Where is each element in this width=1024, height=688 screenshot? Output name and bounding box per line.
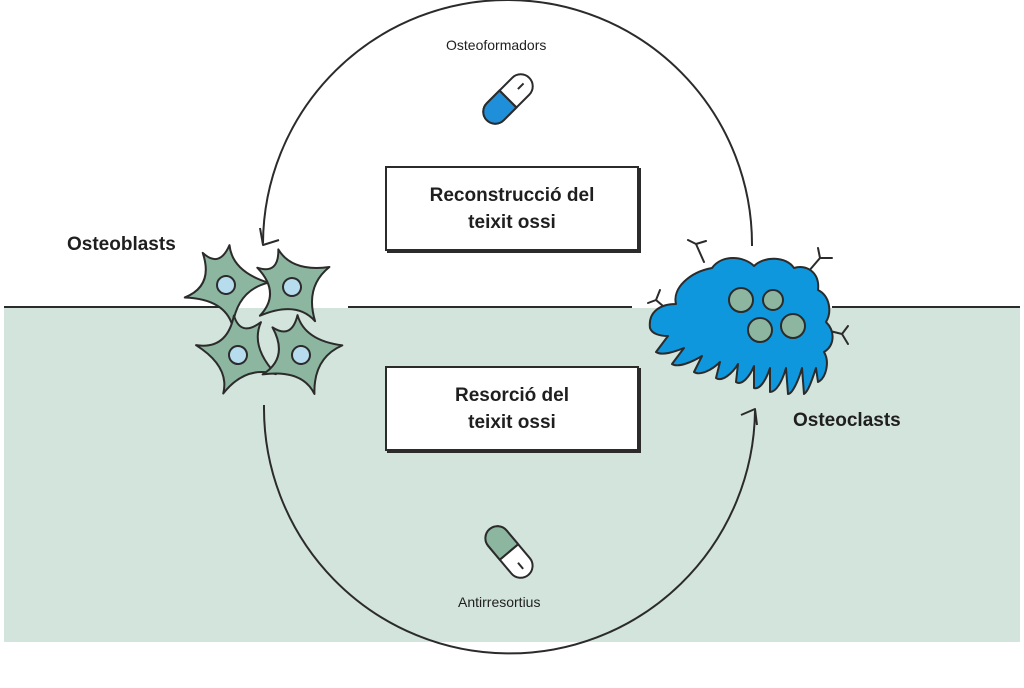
- formation-arc: [262, 0, 754, 247]
- resorption-arc: [262, 404, 756, 655]
- osteoclast-nucleus: [762, 289, 784, 311]
- osteoformadors-pill-icon: [482, 73, 534, 125]
- bone-formation-line1: Reconstrucció del: [429, 184, 595, 206]
- bone-formation-box: Reconstrucció del teixit ossi: [385, 166, 639, 251]
- osteoblast-cell-icon: [261, 314, 344, 395]
- osteoblasts-label: Osteoblasts: [67, 234, 176, 255]
- antirresortius-label: Antirresortius: [458, 594, 541, 610]
- bone-resorption-box: Resorció del teixit ossi: [385, 366, 639, 451]
- osteoclast-cell-icon: [647, 239, 849, 395]
- osteoblast-cell-icon: [183, 244, 270, 327]
- osteoformadors-label: Osteoformadors: [446, 37, 547, 53]
- osteoclast-nucleus: [747, 317, 773, 343]
- antirresortius-pill-icon: [484, 525, 534, 579]
- osteoclasts-label: Osteoclasts: [793, 410, 901, 431]
- osteoclast-nucleus: [780, 313, 806, 339]
- bone-resorption-line1: Resorció del: [454, 384, 570, 406]
- formation-arrowhead: [259, 227, 280, 246]
- bone-resorption-line2: teixit ossi: [468, 411, 556, 433]
- bone-tissue-area: [4, 308, 1020, 642]
- osteoblast-cell-icon: [256, 248, 331, 323]
- bone-formation-line2: teixit ossi: [468, 211, 556, 233]
- resorption-arrowhead: [740, 408, 758, 426]
- osteoclast-nucleus: [728, 287, 754, 313]
